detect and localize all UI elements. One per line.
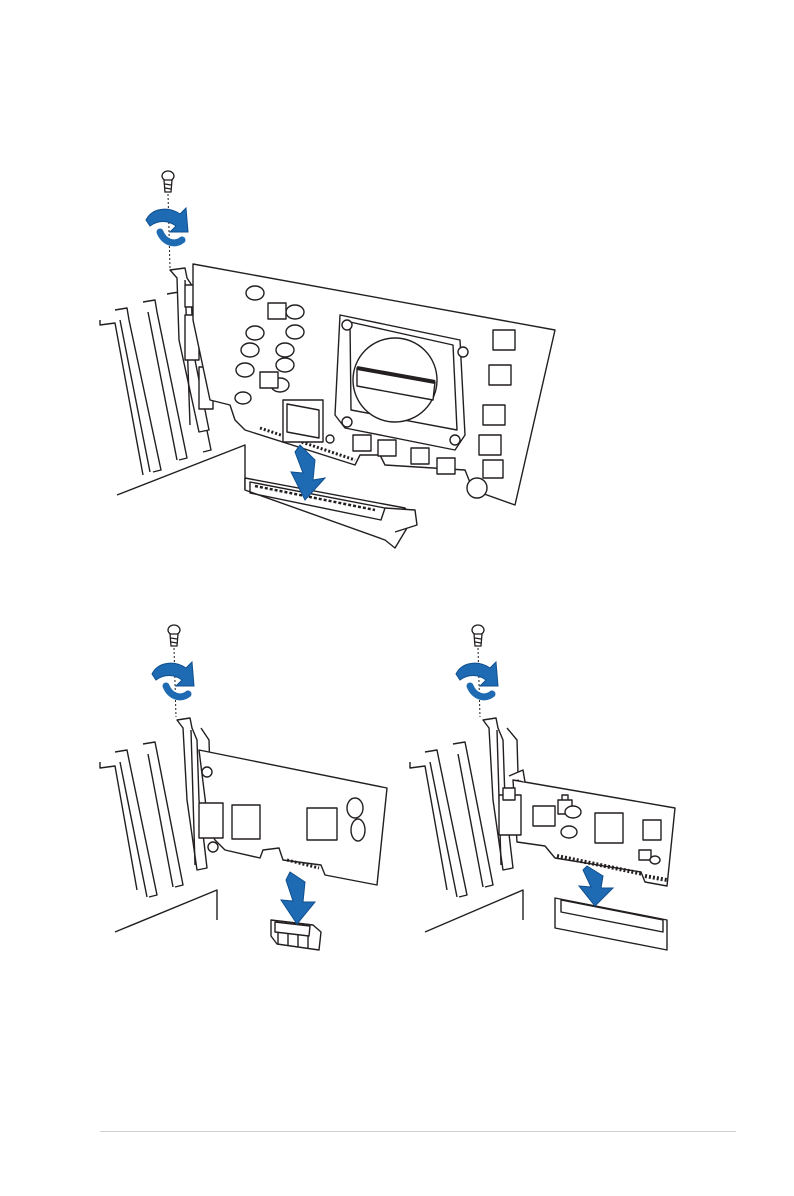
figure-pcie-x1-card-install (95, 700, 405, 965)
insert-arrow-icon (281, 872, 315, 924)
insert-arrow-icon (579, 866, 613, 906)
rotate-arrow-icon (146, 208, 188, 243)
rotate-arrow-icon (152, 662, 194, 697)
screw-icon (472, 625, 484, 646)
footer-divider (100, 1131, 736, 1132)
figure-pcie-x1-illustration (95, 700, 405, 965)
screw-group-2 (144, 622, 204, 722)
screw-group-1 (138, 168, 198, 278)
screw-icon (168, 625, 180, 646)
screw-group-3 (448, 622, 508, 722)
rotate-arrow-icon (456, 662, 498, 697)
figure-pci-illustration (405, 700, 685, 965)
figure-pci-card-install (405, 700, 685, 965)
screw-icon (162, 171, 174, 192)
